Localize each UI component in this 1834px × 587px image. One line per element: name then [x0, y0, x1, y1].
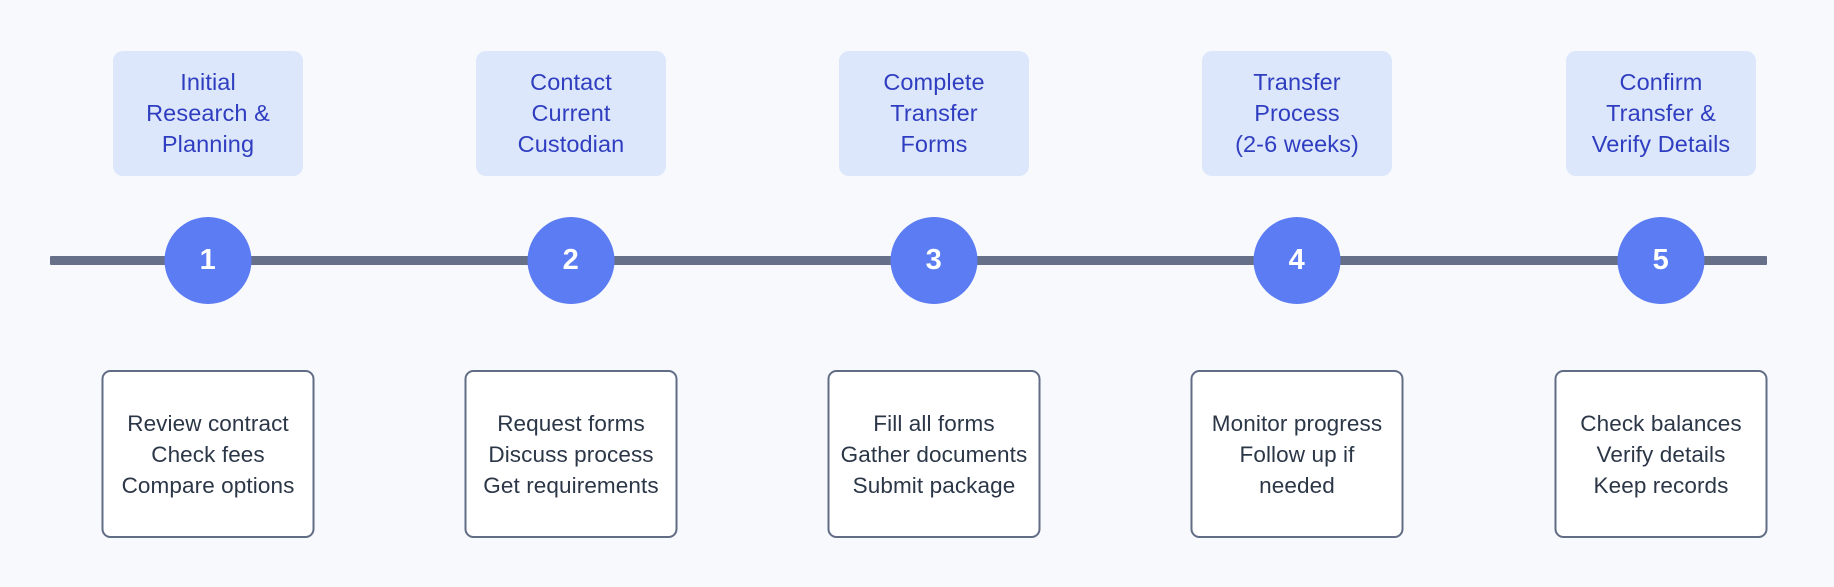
step-marker-4[interactable]: 4: [1253, 217, 1341, 304]
phase-card-label-4: Transfer Process (2-6 weeks): [1235, 69, 1359, 157]
detail-box-1[interactable]: Review contract Check fees Compare optio…: [101, 370, 315, 538]
phase-card-4[interactable]: Transfer Process (2-6 weeks): [1202, 51, 1392, 176]
timeline-step-3: Complete Transfer Forms 3 Fill all forms…: [824, 0, 1044, 587]
timeline-step-4: Transfer Process (2-6 weeks) 4 Monitor p…: [1187, 0, 1407, 587]
step-number-3: 3: [925, 244, 943, 276]
timeline-step-1: Initial Research & Planning 1 Review con…: [98, 0, 318, 587]
detail-box-label-2: Request forms Discuss process Get requir…: [483, 410, 659, 498]
detail-box-4[interactable]: Monitor progress Follow up if needed: [1190, 370, 1404, 538]
phase-card-label-1: Initial Research & Planning: [146, 69, 270, 157]
detail-box-label-5: Check balances Verify details Keep recor…: [1580, 410, 1742, 498]
phase-card-5[interactable]: Confirm Transfer & Verify Details: [1566, 51, 1756, 176]
step-marker-3[interactable]: 3: [890, 217, 978, 304]
step-number-2: 2: [562, 244, 580, 276]
timeline-step-5: Confirm Transfer & Verify Details 5 Chec…: [1551, 0, 1771, 587]
step-marker-5[interactable]: 5: [1617, 217, 1705, 304]
phase-card-label-2: Contact Current Custodian: [517, 69, 625, 157]
detail-box-3[interactable]: Fill all forms Gather documents Submit p…: [827, 370, 1041, 538]
step-number-4: 4: [1288, 244, 1306, 276]
phase-card-label-3: Complete Transfer Forms: [883, 69, 985, 157]
detail-box-label-1: Review contract Check fees Compare optio…: [121, 410, 295, 498]
phase-card-label-5: Confirm Transfer & Verify Details: [1591, 69, 1731, 157]
step-number-5: 5: [1652, 244, 1670, 276]
detail-box-label-4: Monitor progress Follow up if needed: [1211, 410, 1383, 498]
detail-box-label-3: Fill all forms Gather documents Submit p…: [840, 410, 1028, 498]
timeline-step-2: Contact Current Custodian 2 Request form…: [461, 0, 681, 587]
phase-card-2[interactable]: Contact Current Custodian: [476, 51, 666, 176]
step-marker-2[interactable]: 2: [527, 217, 615, 304]
phase-card-3[interactable]: Complete Transfer Forms: [839, 51, 1029, 176]
phase-card-1[interactable]: Initial Research & Planning: [113, 51, 303, 176]
step-number-1: 1: [199, 244, 217, 276]
step-marker-1[interactable]: 1: [164, 217, 252, 304]
detail-box-2[interactable]: Request forms Discuss process Get requir…: [464, 370, 678, 538]
detail-box-5[interactable]: Check balances Verify details Keep recor…: [1554, 370, 1768, 538]
